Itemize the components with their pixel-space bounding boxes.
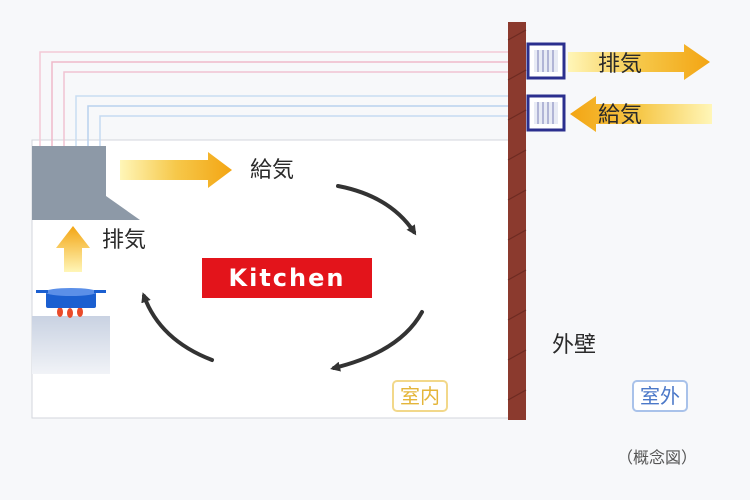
- supply-duct-2: [87, 105, 508, 146]
- range-hood: [32, 146, 140, 220]
- kitchen-label: Kitchen: [202, 258, 372, 298]
- supply-duct-3: [99, 115, 508, 146]
- exhaust-duct-2: [51, 61, 508, 146]
- room-supply-label: 給気: [250, 158, 295, 183]
- circulation-arrows: [141, 184, 424, 372]
- outdoor-supply-arrow: [570, 96, 712, 132]
- stove: [32, 316, 110, 374]
- room-exhaust-label: 排気: [102, 228, 147, 253]
- top-exhaust-label: 排気: [598, 52, 643, 77]
- circulation-arrow-top-right: [336, 184, 417, 236]
- supply-duct-1: [75, 95, 508, 146]
- diagram-caption: （概念図）: [617, 448, 698, 467]
- burner-flame: [57, 307, 83, 318]
- outdoor-exhaust-arrow: [568, 44, 710, 80]
- circulation-arrow-left: [141, 292, 214, 362]
- duct-lines: [39, 51, 508, 146]
- exhaust-vent-grille: [526, 42, 566, 80]
- top-supply-label: 給気: [598, 103, 643, 128]
- outer-wall-label: 外壁: [552, 333, 597, 358]
- pot: [36, 288, 106, 308]
- indoor-tag: 室内: [392, 380, 448, 412]
- outdoor-tag: 室外: [632, 380, 688, 412]
- outer-wall: [508, 22, 526, 420]
- wall-hatching: [507, 29, 527, 401]
- exhaust-duct-3: [63, 71, 508, 146]
- supply-vent-grille: [526, 94, 566, 132]
- exhaust-duct-1: [39, 51, 508, 146]
- hood-exhaust-up-arrow: [56, 226, 90, 272]
- room-supply-arrow: [120, 152, 232, 188]
- circulation-arrow-bottom-right: [330, 310, 424, 372]
